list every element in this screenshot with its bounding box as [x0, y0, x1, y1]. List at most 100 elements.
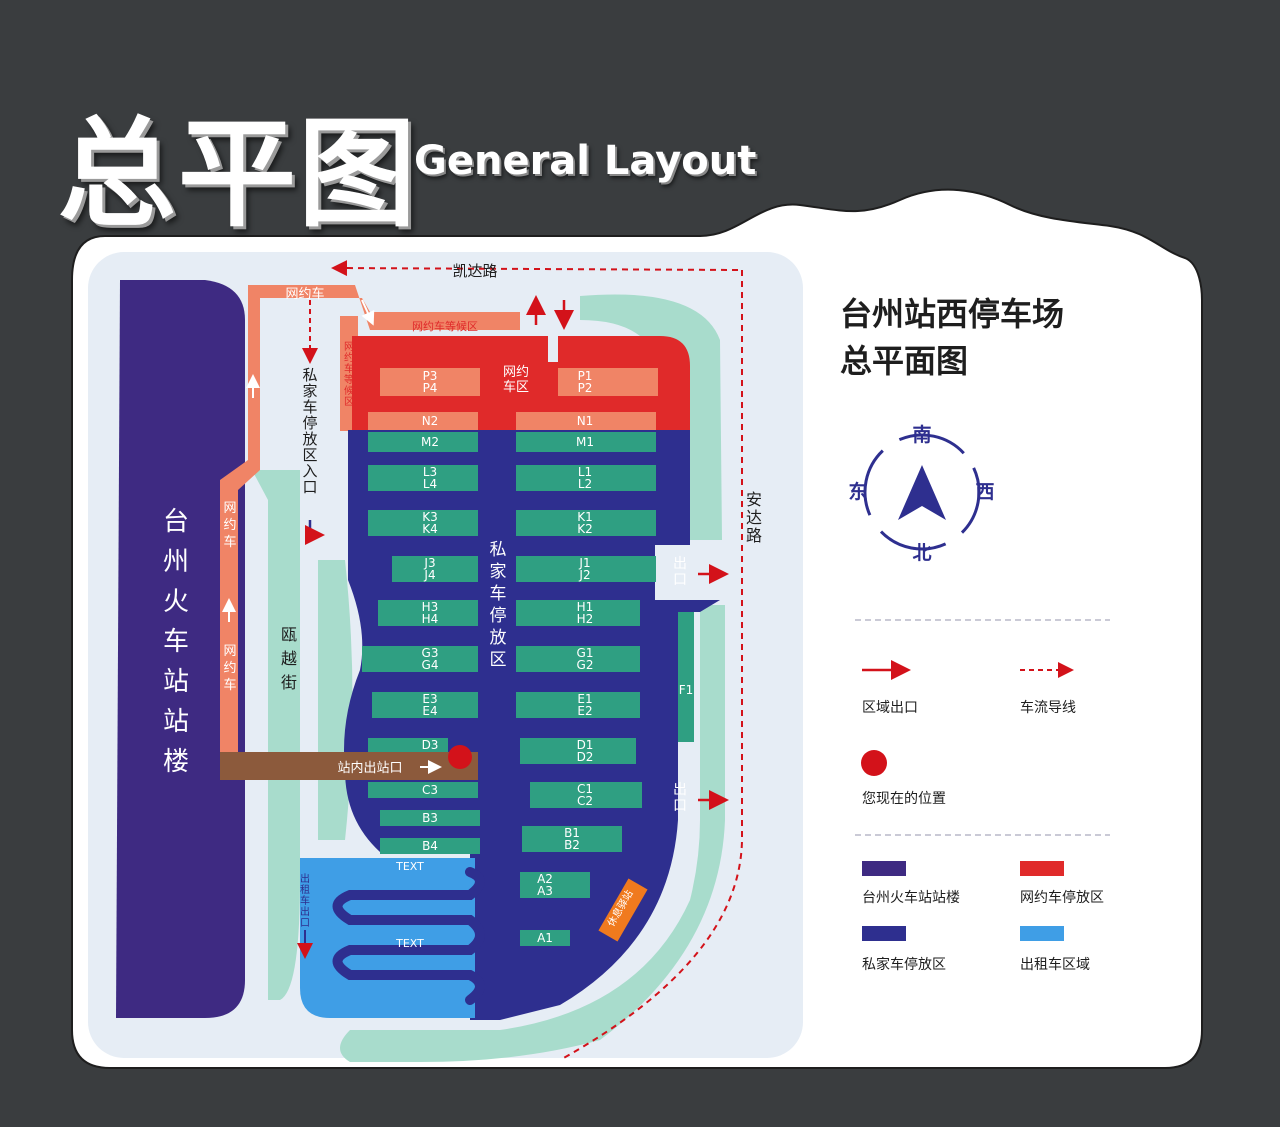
private-zone-label: 私家车停放区: [490, 540, 507, 670]
parking-row-l3-l4: [368, 465, 478, 491]
parking-row-a2-a3: [520, 872, 590, 898]
panel-title-line2: 总平面图: [840, 342, 968, 380]
parking-row-k1-k2: [516, 510, 656, 536]
exit-lower-label: 出口: [673, 782, 687, 814]
station-building-label: 台州火车站站楼: [163, 507, 189, 777]
parking-row-k3-k4: [368, 510, 478, 536]
ride-hailing-waiting-top-label: 网约车等候区: [412, 319, 478, 333]
parking-row-a1: [520, 930, 570, 946]
sub-title: General Layout: [414, 138, 757, 184]
zone-label-n1: N1: [577, 414, 594, 428]
parking-row-j3-j4: [392, 556, 478, 582]
parking-row-l1-l2: [516, 465, 656, 491]
main-title: 总平图: [58, 105, 419, 243]
zone-label-b3: B3: [422, 811, 438, 825]
parking-row-b1-b2: [522, 826, 622, 852]
road-anda: 安达路: [746, 490, 762, 545]
ride-hailing-zone: [352, 336, 690, 430]
parking-row-n2: [368, 412, 478, 430]
parking-row-j1-j2: [516, 556, 656, 582]
parking-row-m1: [516, 432, 656, 452]
parking-row-h3-h4: [378, 600, 478, 626]
parking-row-d1-d2: [520, 738, 636, 764]
ride-hailing-lane-lower-label: 网约车: [223, 644, 236, 693]
legend-private-swatch: [862, 926, 906, 941]
legend-traffic-flow: 车流导线: [1020, 699, 1076, 716]
parking-row-p1-p2: [558, 368, 658, 396]
zone-label-d3: D3: [422, 738, 439, 752]
taxi-exit-label: 出租车出口: [300, 872, 310, 929]
zone-label-f1: F1: [679, 683, 694, 697]
taxi-area: [300, 858, 475, 1018]
parking-row-c3: [368, 782, 478, 798]
zone-label-a1: A1: [537, 931, 553, 945]
parking-row-g1-g2: [516, 646, 640, 672]
parking-row-h1-h2: [516, 600, 640, 626]
exit-upper-label: 出口: [673, 556, 687, 588]
f1-strip: [678, 612, 694, 742]
legend-you-are-here-icon: [861, 750, 887, 776]
rest-station: [598, 878, 648, 942]
legend-ride-hailing-parking: 网约车停放区: [1020, 889, 1104, 906]
compass-south: 南: [912, 424, 931, 446]
zone-label-b4: B4: [422, 839, 438, 853]
road-ouyue: 瓯越街: [281, 625, 297, 692]
parking-row-d3: [368, 738, 448, 752]
legend-taxi-area: 出租车区域: [1020, 956, 1090, 973]
ride-hailing-waiting-side-label: 网约车等候区: [344, 341, 354, 408]
legend-station-swatch: [862, 861, 906, 876]
parking-row-n1: [516, 412, 656, 430]
taxi-text-2: TEXT: [395, 937, 424, 950]
zone-label-n2: N2: [422, 414, 439, 428]
parking-row-e1-e2: [516, 692, 640, 718]
compass-north: 北: [912, 542, 931, 564]
road-kaida: 凯达路: [452, 262, 497, 280]
parking-row-m2: [368, 432, 478, 452]
compass-arrow-icon: [898, 465, 946, 520]
parking-row-b4: [380, 838, 480, 854]
legend-private-parking: 私家车停放区: [862, 956, 946, 973]
legend-station-building: 台州火车站站楼: [862, 889, 960, 906]
zone-label-m1: M1: [576, 435, 594, 449]
parking-row-c1-c2: [530, 782, 642, 808]
green-belt-median: [318, 560, 353, 840]
legend-area-exit: 区域出口: [862, 700, 918, 716]
taxi-text-1: TEXT: [395, 860, 424, 873]
compass-west: 西: [975, 481, 994, 503]
ride-hailing-lane-upper-label: 网约车: [223, 501, 236, 550]
ride-hailing-lane: [220, 285, 520, 752]
you-are-here-marker: [448, 745, 472, 769]
compass: 南 北 东 西: [848, 424, 994, 564]
legend-you-are-here: 您现在的位置: [862, 790, 946, 807]
ride-hailing-zone-label: 网约车区: [503, 365, 529, 395]
parking-row-g3-g4: [362, 646, 478, 672]
station-exit-label: 站内出站口: [337, 760, 402, 776]
legend-taxi-swatch: [1020, 926, 1064, 941]
parking-row-e3-e4: [372, 692, 478, 718]
legend-ride-hailing-swatch: [1020, 861, 1064, 876]
ride-hailing-lane-top-label: 网约车: [285, 286, 324, 302]
station-building: [116, 280, 245, 1018]
compass-east: 东: [848, 480, 867, 503]
green-belt-left: [252, 470, 300, 1000]
zone-label-m2: M2: [421, 435, 439, 449]
